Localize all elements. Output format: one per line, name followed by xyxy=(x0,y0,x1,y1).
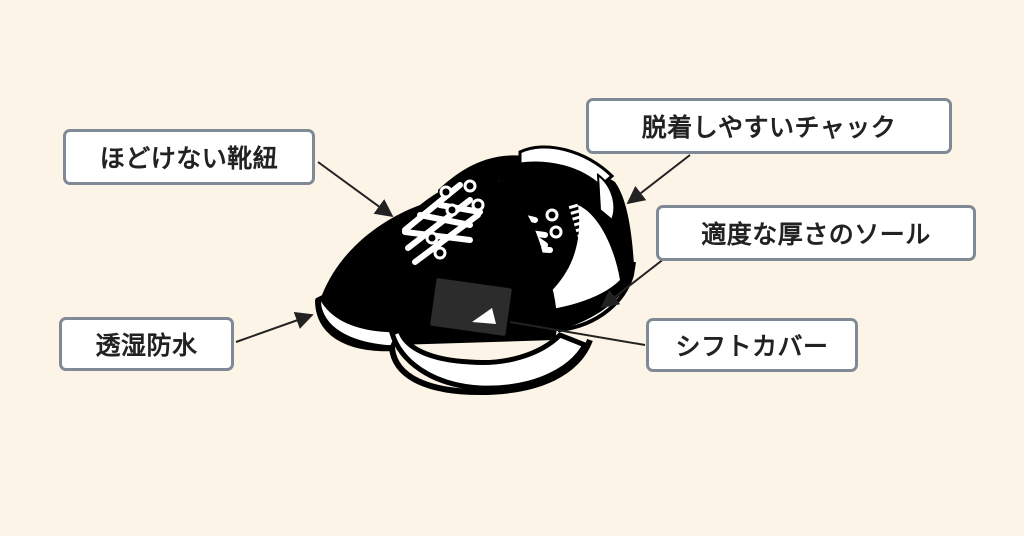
front-shoe xyxy=(315,177,593,396)
shift-cover-patch xyxy=(428,276,514,338)
callout-arrows xyxy=(235,154,691,346)
callout-label-shift-cover: シフトカバー xyxy=(646,318,858,372)
back-shoe-heel-tab xyxy=(596,172,616,222)
callout-label-waterproof: 透湿防水 xyxy=(59,317,234,371)
callout-label-sole: 適度な厚さのソール xyxy=(656,205,976,261)
shift-cover-mark xyxy=(472,308,496,324)
back-shoe-collar xyxy=(518,145,615,188)
arrow-sole xyxy=(600,257,666,309)
callout-label-zipper: 脱着しやすいチャック xyxy=(586,98,952,154)
zipper xyxy=(568,203,595,264)
arrow-waterproof xyxy=(235,311,314,343)
callout-label-laces: ほどけない靴紐 xyxy=(63,129,315,185)
front-shoe-sole-outline xyxy=(315,299,593,396)
front-shoe-laces xyxy=(402,182,483,265)
arrow-zipper xyxy=(626,154,691,205)
arrow-shift-cover xyxy=(509,321,646,346)
back-shoe-swoosh xyxy=(525,205,620,312)
arrow-laces xyxy=(317,161,394,218)
front-shoe-eyelets xyxy=(425,179,485,260)
